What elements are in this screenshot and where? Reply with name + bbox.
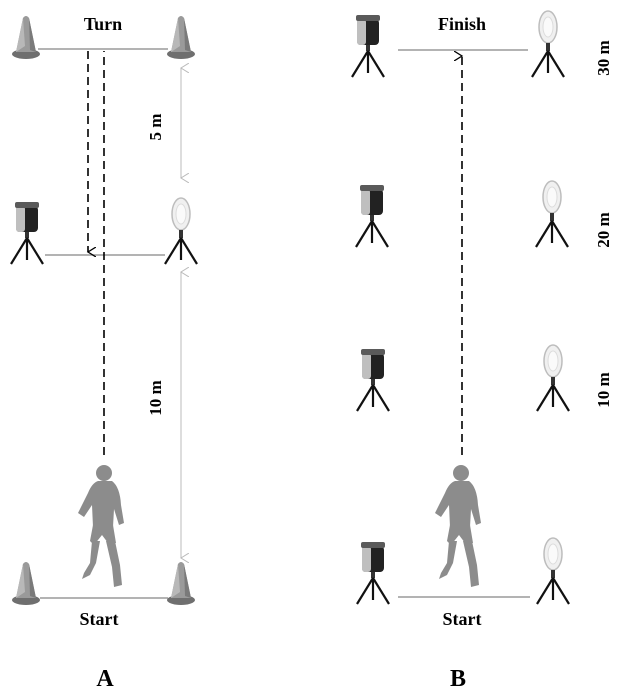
panel-b: Finish Start 30 m 20 m 10 m B — [350, 9, 613, 691]
reflector-icon — [535, 343, 571, 413]
split-label-20m: 20 m — [594, 212, 613, 247]
turn-label: Turn — [84, 14, 122, 34]
finish-label: Finish — [438, 14, 486, 34]
runner-icon — [78, 465, 124, 587]
reflector-icon — [163, 196, 199, 266]
start-label-b: Start — [443, 609, 482, 629]
cone-icon — [12, 16, 40, 59]
timing-camera-icon — [350, 13, 386, 79]
panel-letter-b: B — [450, 666, 466, 691]
timing-camera-icon — [354, 183, 390, 249]
distance-label-10m: 10 m — [146, 380, 165, 415]
distance-label-5m: 5 m — [146, 114, 165, 141]
cone-icon — [12, 562, 40, 605]
runner-icon — [435, 465, 481, 587]
cone-icon — [167, 16, 195, 59]
timing-camera-icon — [9, 200, 45, 266]
start-label-a: Start — [80, 609, 119, 629]
split-label-10m: 10 m — [594, 372, 613, 407]
timing-camera-icon — [355, 540, 391, 606]
reflector-icon — [535, 536, 571, 606]
split-label-30m: 30 m — [594, 40, 613, 75]
timing-camera-icon — [355, 347, 391, 413]
panel-a: Turn Start 5 m 10 m A — [9, 14, 199, 691]
panel-letter-a: A — [96, 666, 114, 691]
reflector-icon — [530, 9, 566, 79]
reflector-icon — [534, 179, 570, 249]
cone-icon — [167, 562, 195, 605]
